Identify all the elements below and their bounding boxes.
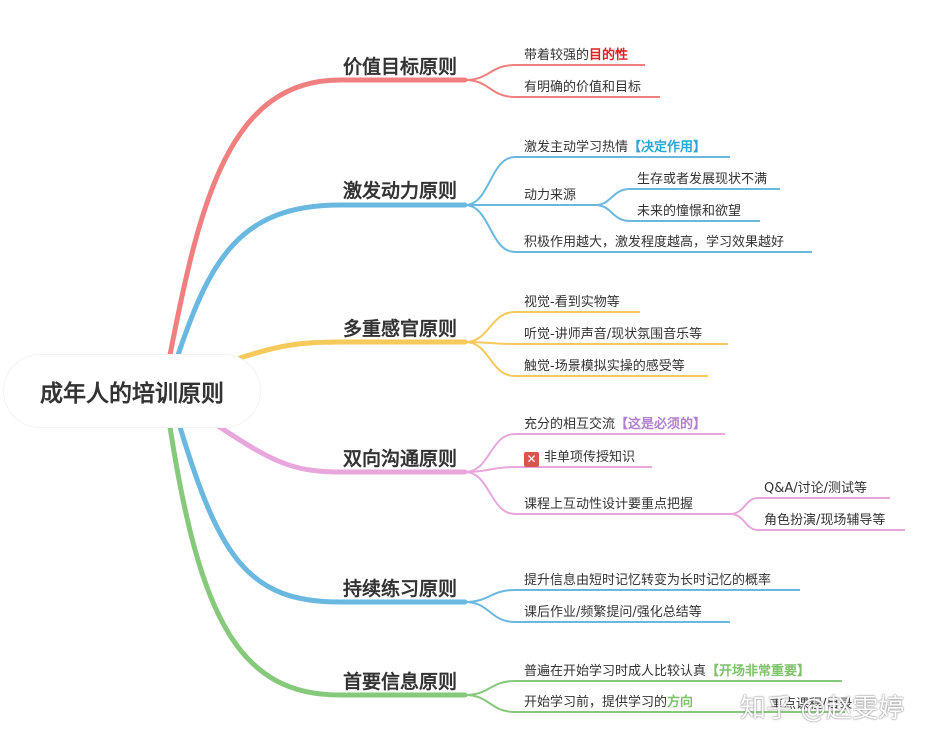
branch-title-1[interactable]: 价值目标原则 xyxy=(343,56,458,78)
leaf-4-3[interactable]: 课程上互动性设计要重点把握 xyxy=(524,497,694,512)
root-title: 成年人的培训原则 xyxy=(40,381,224,407)
leaf-text: 充分的相互交流 xyxy=(524,417,616,432)
leaf-4-2[interactable]: ✕ 非单项传授知识 xyxy=(524,446,635,467)
branch-title-6[interactable]: 首要信息原则 xyxy=(343,671,458,693)
leaf-2-2-2[interactable]: 未来的憧憬和欲望 xyxy=(637,204,742,219)
leaf-6-2-1[interactable]: 重点课程/目录 xyxy=(770,697,853,712)
root-node[interactable]: 成年人的培训原则 xyxy=(4,355,260,427)
leaf-4-3-1[interactable]: Q&A/讨论/测试等 xyxy=(764,481,868,496)
leaf-text: 普遍在开始学习时成人比较认真 xyxy=(524,664,707,679)
leaf-emphasis: 【这是必须的】 xyxy=(615,417,707,432)
leaf-3-2[interactable]: 听觉-讲师声音/现状氛围音乐等 xyxy=(524,327,703,342)
leaf-4-3-2[interactable]: 角色扮演/现场辅导等 xyxy=(764,513,886,528)
leaf-3-3[interactable]: 触觉-场景模拟实操的感受等 xyxy=(524,359,685,374)
leaf-emphasis: 目的性 xyxy=(589,48,629,63)
leaf-2-2[interactable]: 动力来源 xyxy=(524,188,577,203)
leaf-text: 非单项传授知识 xyxy=(544,450,636,465)
connector-branch-2 xyxy=(175,202,468,358)
connector-branch-1 xyxy=(167,77,468,358)
leaf-4-1[interactable]: 充分的相互交流【这是必须的】 xyxy=(524,413,706,432)
leaf-emphasis: 【决定作用】 xyxy=(628,140,707,155)
leaf-emphasis: 【开场非常重要】 xyxy=(706,664,811,679)
leaf-1-2[interactable]: 有明确的价值和目标 xyxy=(524,80,642,95)
connector-branch-4 xyxy=(212,421,468,475)
branch-title-3[interactable]: 多重感官原则 xyxy=(343,318,458,340)
branch-title-5[interactable]: 持续练习原则 xyxy=(343,578,458,600)
leaf-5-1[interactable]: 提升信息由短时记忆转变为长时记忆的概率 xyxy=(524,573,772,588)
connector-branch-5 xyxy=(177,424,468,605)
leaf-2-1[interactable]: 激发主动学习热情【决定作用】 xyxy=(524,136,706,155)
leaf-1-1[interactable]: 带着较强的目的性 xyxy=(524,44,628,63)
leaf-emphasis: 方向 xyxy=(667,695,694,710)
leaf-text: 带着较强的 xyxy=(524,48,590,63)
watermark: 知乎 @赵雯婷 xyxy=(740,694,905,724)
leaf-3-1[interactable]: 视觉-看到实物等 xyxy=(524,295,620,310)
leaf-2-3[interactable]: 积极作用越大，激发程度越高，学习效果越好 xyxy=(524,235,785,250)
leaf-text: 激发主动学习热情 xyxy=(524,140,629,155)
connector-branch-6 xyxy=(167,424,468,698)
leaf-text: 开始学习前，提供学习的 xyxy=(524,695,668,710)
leaf-5-2[interactable]: 课后作业/频繁提问/强化总结等 xyxy=(524,605,702,620)
leaf-6-1[interactable]: 普遍在开始学习时成人比较认真【开场非常重要】 xyxy=(524,660,810,679)
leaf-2-2-1[interactable]: 生存或者发展现状不满 xyxy=(637,172,768,187)
connector-branch-3 xyxy=(237,339,468,361)
branch-title-4[interactable]: 双向沟通原则 xyxy=(343,448,458,470)
x-mark-icon: ✕ xyxy=(524,452,539,467)
branch-title-2[interactable]: 激发动力原则 xyxy=(343,180,458,202)
leaf-6-2[interactable]: 开始学习前，提供学习的方向 xyxy=(524,691,693,710)
